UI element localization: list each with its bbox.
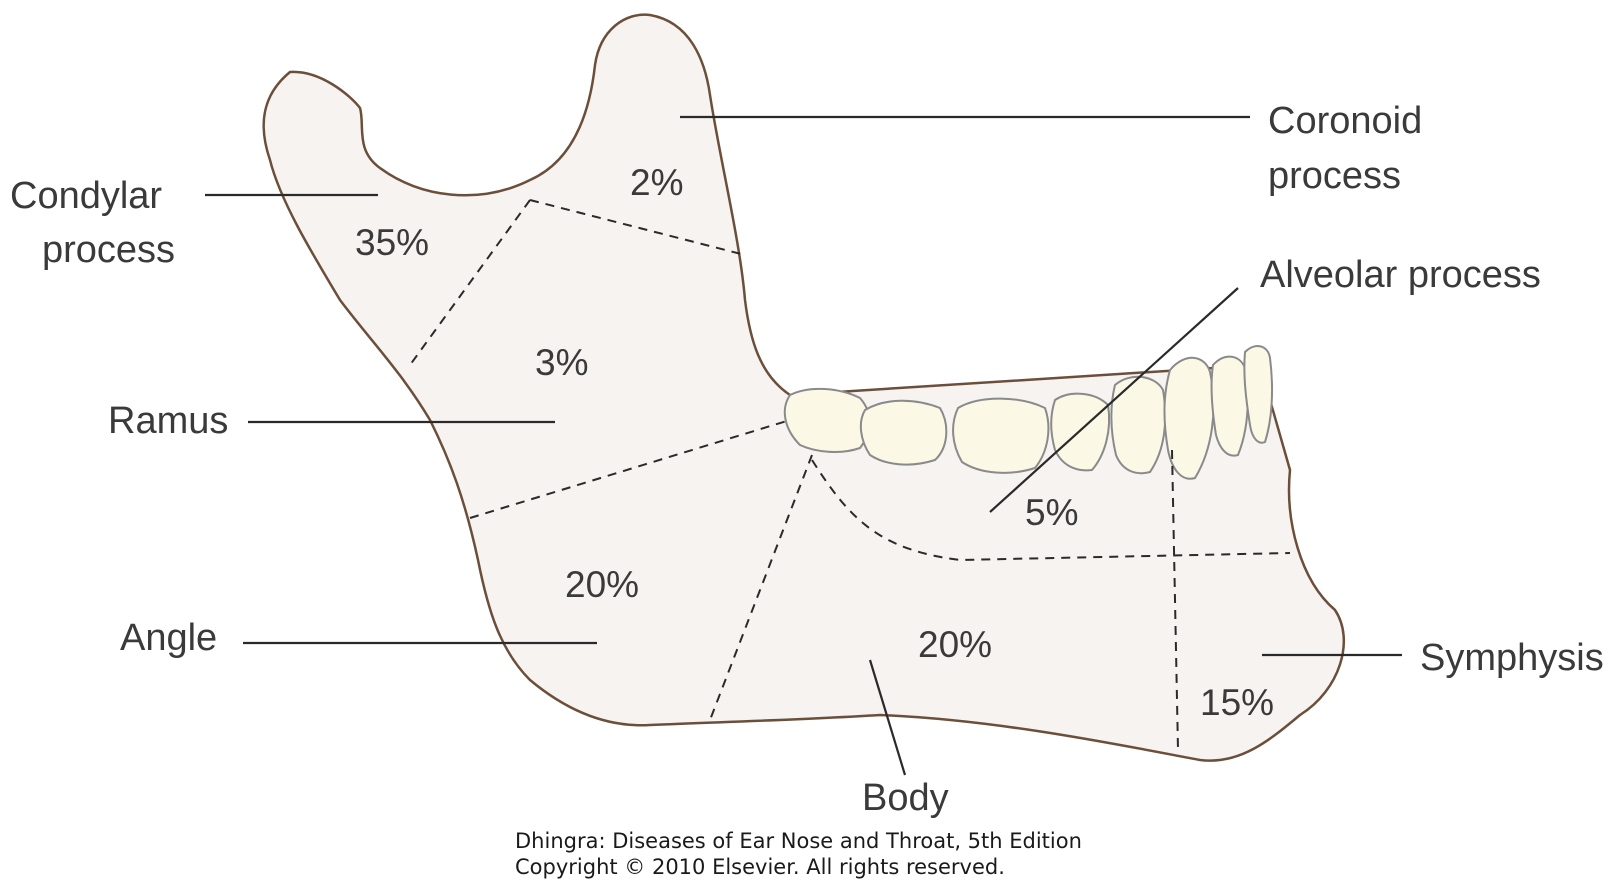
tooth-molar-2 [861,401,946,465]
pct-alveolar: 5% [1025,492,1078,533]
label-coronoid-line1: Coronoid [1268,100,1422,142]
label-angle: Angle [120,617,217,659]
tooth-molar-3 [785,389,870,452]
label-alveolar: Alveolar process [1260,254,1541,296]
credit-line1: Dhingra: Diseases of Ear Nose and Throat… [515,829,1082,853]
pct-angle: 20% [565,564,639,605]
pct-coronoid: 2% [630,162,683,203]
tooth-molar-1 [953,399,1048,473]
pct-condylar: 35% [355,222,429,263]
credit-line2: Copyright © 2010 Elsevier. All rights re… [515,855,1005,879]
label-condylar-line1: Condylar [10,175,162,217]
label-condylar-line2: process [42,229,175,271]
label-body: Body [862,777,949,819]
tooth-premolar-1 [1111,377,1165,473]
tooth-incisor-lateral [1212,357,1248,456]
pct-body: 20% [918,624,992,665]
pct-ramus: 3% [535,342,588,383]
label-coronoid-line2: process [1268,155,1401,197]
label-ramus: Ramus [108,400,228,442]
label-symphysis: Symphysis [1420,637,1604,679]
pct-symphysis: 15% [1200,682,1274,723]
